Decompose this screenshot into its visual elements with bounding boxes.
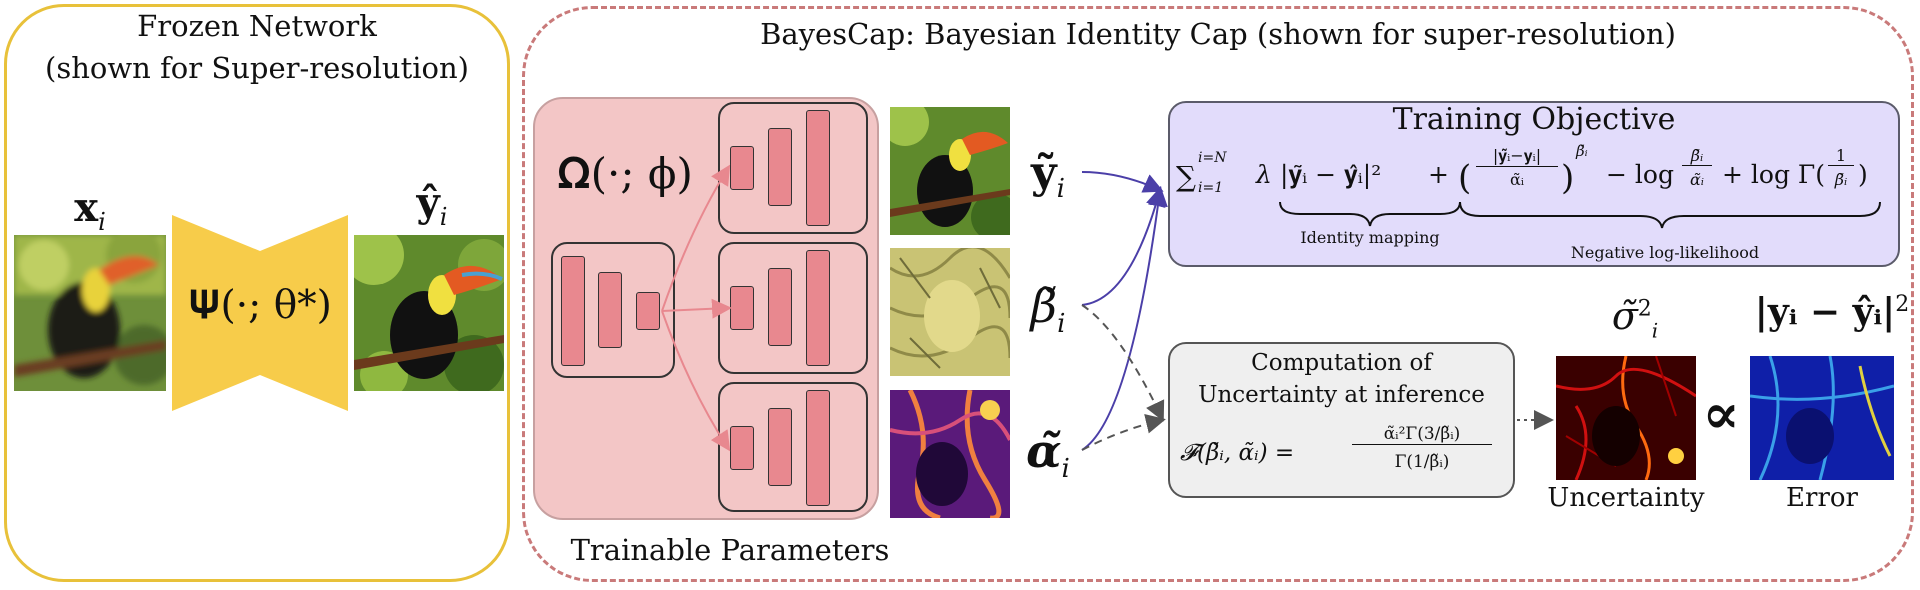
frozen-title: Frozen Network [137,9,377,43]
objective-title: Training Objective [1392,102,1676,137]
low-resolution-input-image [14,235,166,391]
head-beta-layer-1 [730,286,754,330]
uncertainty-formula-den: Γ(1/β̃ᵢ) [1394,452,1450,472]
head-y-layer-3 [806,110,830,226]
uncertainty-caption: Uncertainty [1547,483,1705,513]
head-beta-layer-2 [768,268,792,346]
output-alpha-label: α̃i [1026,424,1070,485]
error-label: |𝐲ᵢ − 𝐲̂ᵢ|2 [1754,291,1910,333]
beta-map-image [890,248,1010,376]
trainable-parameters-label: Trainable Parameters [570,533,890,567]
output-label: 𝐲̂i [416,179,448,231]
head-y-layer-1 [730,146,754,190]
sigma-label: σ̃2i [1611,294,1659,343]
head-alpha-layer-2 [768,408,792,486]
proportional-symbol: ∝ [1702,381,1740,447]
decoder-head-y [718,102,868,234]
head-beta-layer-3 [806,250,830,366]
encoder-layer-1 [561,256,585,366]
output-y-label: 𝐲̃i [1031,147,1065,204]
head-y-layer-2 [768,128,792,206]
uncertainty-formula-num: α̃ᵢ²Γ(3/β̃ᵢ) [1352,424,1492,445]
reconstructed-output-image [890,107,1010,235]
encoder-layer-2 [598,272,622,348]
output-beta-label: β̃i [1030,279,1066,340]
uncertainty-box-line2: Uncertainty at inference [1198,382,1485,408]
frozen-network-label: 𝚿(·; θ*) [188,283,332,328]
model-label: 𝛀(·; ϕ) [557,149,693,198]
uncertainty-box-line1: Computation of [1251,350,1432,376]
frozen-network-block [172,215,348,411]
head-alpha-layer-3 [806,390,830,506]
error-map-image [1750,356,1894,480]
uncertainty-computation-box [1168,342,1515,498]
uncertainty-map-image [1556,356,1696,480]
bayescap-title: BayesCap: Bayesian Identity Cap (shown f… [760,17,1676,51]
frozen-subtitle: (shown for Super-resolution) [45,51,469,85]
input-label: 𝐱i [74,184,106,236]
objective-braces [1279,201,1881,229]
head-alpha-layer-1 [730,426,754,470]
error-caption: Error [1786,483,1858,513]
uncertainty-formula-lhs: 𝓕(β̃ᵢ, α̃ᵢ) = [1180,440,1295,466]
training-objective-box [1168,101,1900,267]
alpha-map-image [890,390,1010,518]
identity-mapping-caption: Identity mapping [1300,228,1440,247]
encoder-layer-3 [636,292,660,330]
nll-caption: Negative log-likelihood [1570,243,1760,262]
bayescap-panel [522,6,1914,582]
super-resolved-output-image [354,235,504,391]
